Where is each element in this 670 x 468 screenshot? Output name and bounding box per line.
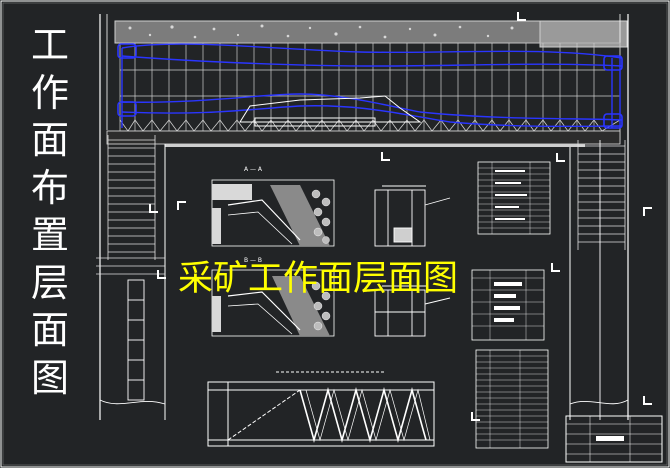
left-roadway-ladder: [96, 135, 165, 275]
roadway-section-detail-upper: [374, 185, 451, 247]
section-b-b: B — B: [211, 257, 335, 337]
truss-elevation: [207, 371, 435, 447]
title-block: [565, 415, 663, 463]
vertical-title-char: 面: [30, 308, 69, 352]
vertical-title-char: 图: [30, 355, 69, 400]
section-b-b-label: B — B: [244, 257, 262, 264]
vertical-title-char: 置: [30, 213, 69, 257]
overlay-title: 采矿工作面层面图: [178, 259, 459, 299]
lower-roadway-band: [106, 130, 621, 145]
vertical-title-char: 层: [30, 260, 69, 305]
conveyor-lines: [121, 43, 623, 128]
corner-markers: [149, 12, 652, 421]
vertical-title-char: 布: [30, 165, 69, 210]
vertical-title-char: 面: [30, 118, 69, 162]
equipment-table-upper: [477, 161, 551, 235]
section-a-a-label: A — A: [244, 166, 263, 173]
right-roadway-end-curve: [569, 399, 629, 405]
shearer-outline: [239, 95, 422, 123]
shearer-body: [254, 117, 376, 127]
lower-roadway-band-2: [165, 144, 585, 147]
equipment-table-lower: [475, 349, 549, 449]
equipment-table-middle: [471, 269, 545, 341]
section-a-a: A — A: [211, 166, 335, 247]
conveyor-drives: [117, 43, 623, 129]
right-roadway-ladder: [577, 140, 626, 250]
left-roadway-end-curve: [99, 399, 166, 405]
vertical-title: 工 作 面 布 置 层 面 图: [20, 22, 80, 402]
roadway-section-detail-lower: [374, 285, 451, 337]
vertical-title-char: 工: [30, 23, 69, 67]
left-roadway-shaft: [127, 279, 145, 401]
vertical-title-char: 作: [30, 70, 69, 115]
